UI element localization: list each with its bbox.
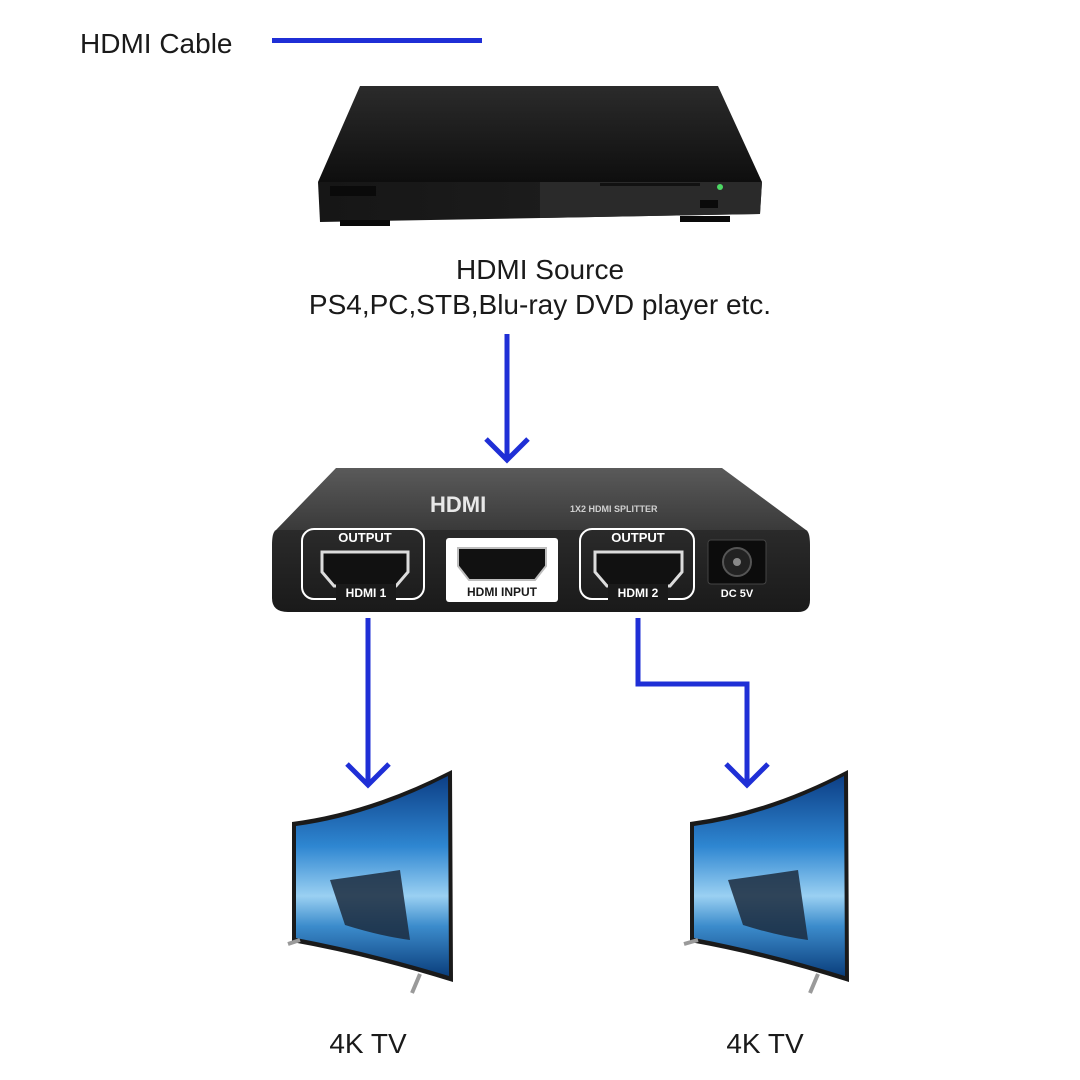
cable-source-to-splitter [484,334,530,464]
tv-2-label: 4K TV [726,1028,804,1059]
dvd-player-icon [318,86,762,226]
source-subtitle: PS4,PC,STB,Blu-ray DVD player etc. [308,289,772,320]
hdmi-output-2-port: OUTPUT HDMI 2 [579,528,695,600]
splitter-brand: HDMI [430,492,486,517]
cable-output-2-to-tv-2 [635,618,770,789]
dc-power-port: DC 5V [707,539,767,600]
tv-1-icon [287,770,453,994]
output-2-bottom-label: HDMI 2 [618,586,659,600]
output-2-top-label: OUTPUT [611,530,665,545]
tv-2-icon [683,770,849,994]
hdmi-output-1-port: OUTPUT HDMI 1 [301,528,425,600]
hdmi-splitter-icon: HDMI 1X2 HDMI SPLITTER OUTPUT HDMI 1 HDM… [272,468,810,612]
hdmi-input-port: HDMI INPUT [446,538,558,602]
source-caption: HDMI Source PS4,PC,STB,Blu-ray DVD playe… [240,252,840,322]
output-1-top-label: OUTPUT [338,530,392,545]
legend-cable-line [272,38,482,43]
cable-output-1-to-tv-1 [345,618,391,789]
power-label: DC 5V [721,588,754,600]
input-label: HDMI INPUT [467,585,538,599]
output-1-bottom-label: HDMI 1 [346,586,387,600]
source-title: HDMI Source [455,254,625,285]
tv-1-label: 4K TV [329,1028,407,1059]
legend-label: HDMI Cable [80,28,233,59]
splitter-model: 1X2 HDMI SPLITTER [570,504,658,514]
